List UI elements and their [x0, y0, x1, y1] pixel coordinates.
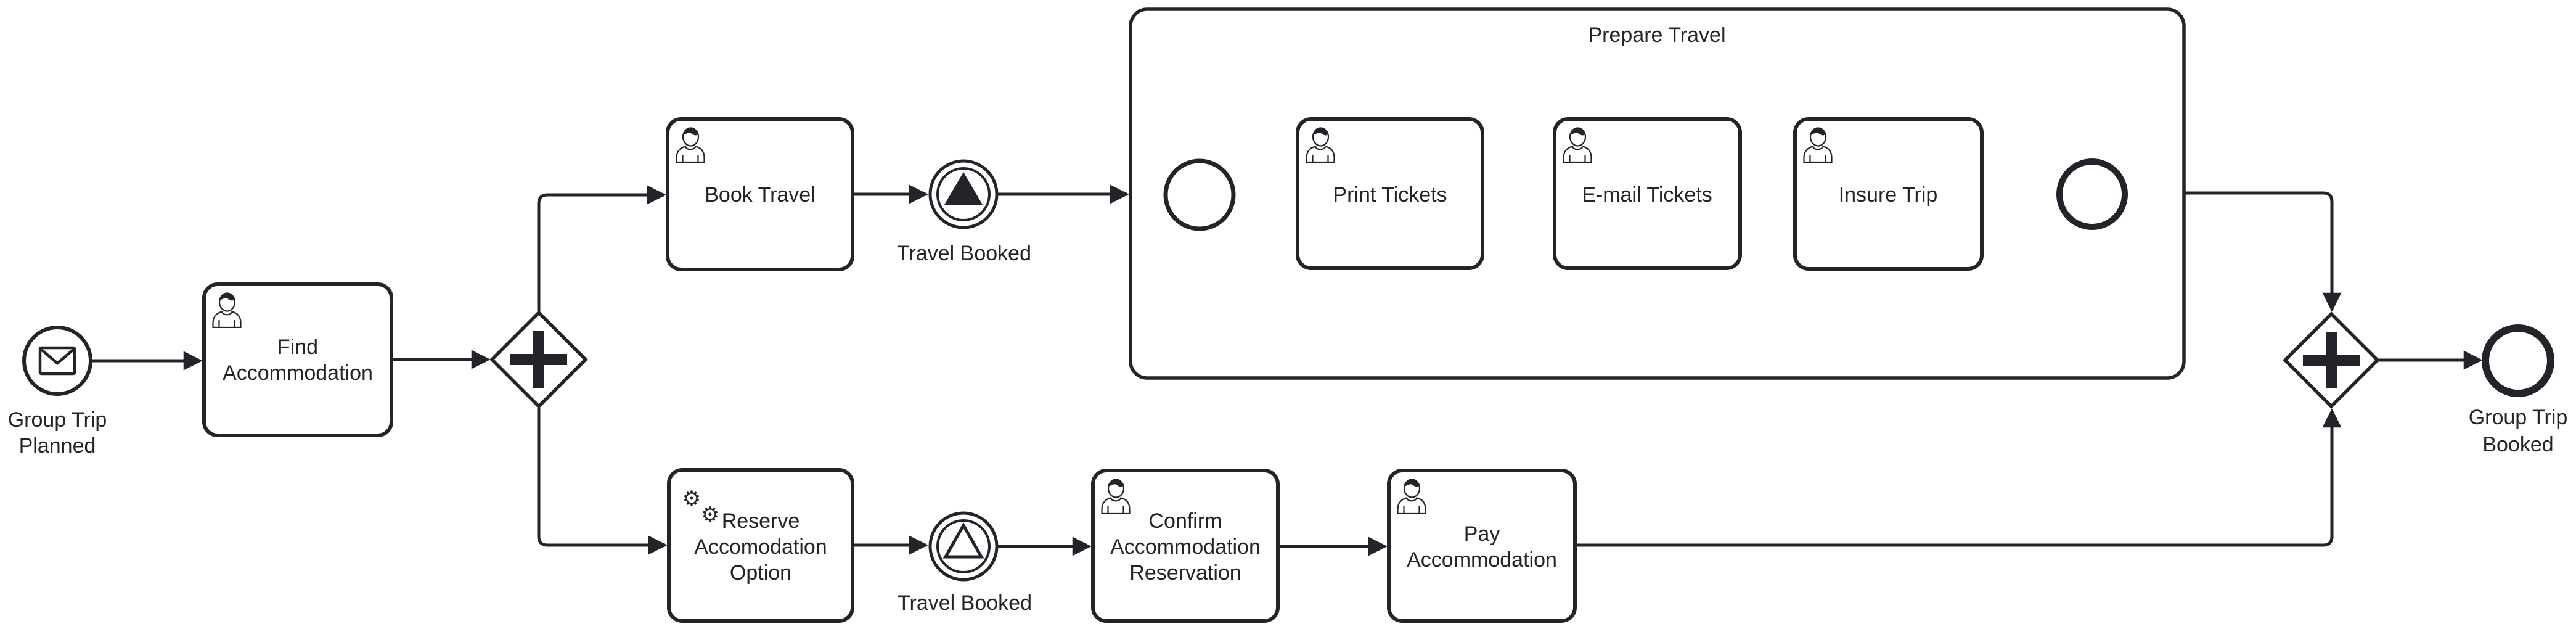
task-label-line3: Reservation [1129, 561, 1241, 585]
task-label: E-mail Tickets [1582, 183, 1712, 207]
signal-triangle-outline-icon [942, 522, 984, 559]
svg-text:⚙: ⚙ [701, 503, 719, 527]
subprocess-title: Prepare Travel [1589, 23, 1726, 47]
task-label-line2: Accomodation [694, 535, 827, 559]
task-confirm-accommodation-reservation[interactable]: Confirm Accommodation Reservation [1091, 469, 1280, 623]
task-find-accommodation-box[interactable] [202, 282, 393, 437]
task-print-tickets-box[interactable] [1296, 117, 1484, 270]
task-reserve-accomodation-box[interactable] [667, 468, 854, 623]
task-insure-trip-box[interactable] [1793, 117, 1984, 271]
end-event-circle[interactable] [2482, 324, 2554, 397]
task-label-line2: Accommodation [1407, 548, 1557, 572]
task-label-line2: Accommodation [1110, 535, 1261, 559]
event-inner-circle [936, 519, 991, 574]
task-find-accommodation[interactable]: Find Accommodation [202, 282, 393, 437]
parallel-gateway-join[interactable] [2283, 311, 2380, 409]
task-label-line1: Confirm [1148, 509, 1222, 533]
end-event-label-line1: Group Trip [2469, 406, 2568, 429]
task-reserve-accomodation-option[interactable]: ⚙ ⚙ Reserve Accomodation Option [667, 468, 854, 623]
task-email-tickets[interactable]: E-mail Tickets [1553, 117, 1742, 270]
end-event-group-trip-booked[interactable]: Group Trip Booked [2469, 324, 2568, 456]
start-event-label-line1: Group Trip [8, 408, 107, 432]
task-pay-accommodation[interactable]: Pay Accommodation [1387, 469, 1577, 623]
intermediate-event-travel-booked-catch[interactable]: Travel Booked [898, 511, 1032, 615]
task-print-tickets[interactable]: Print Tickets [1296, 117, 1484, 270]
gear-icon: ⚙ ⚙ [679, 482, 719, 527]
task-label: Print Tickets [1333, 183, 1447, 207]
task-label-line2: Accommodation [223, 361, 373, 385]
start-event-circle[interactable] [22, 326, 92, 396]
task-label: Book Travel [705, 183, 816, 207]
task-label-line3: Option [730, 561, 791, 585]
task-insure-trip[interactable]: Insure Trip [1793, 117, 1984, 271]
intermediate-event-travel-booked-throw[interactable]: Travel Booked [897, 159, 1031, 265]
envelope-icon [38, 346, 76, 376]
event-label: Travel Booked [898, 591, 1032, 615]
flow-split-gateway-to-reserve-accomodation [537, 408, 668, 555]
task-label-line1: Pay [1464, 522, 1500, 546]
task-email-tickets-box[interactable] [1553, 117, 1742, 270]
start-event-label-line2: Planned [19, 434, 96, 458]
task-book-travel[interactable]: Book Travel [666, 117, 854, 271]
end-event-label-line2: Booked [2482, 433, 2553, 456]
flow-pay-accommodation-to-join-gateway [1576, 408, 2342, 547]
svg-text:⚙: ⚙ [682, 487, 701, 511]
task-book-travel-box[interactable] [666, 117, 854, 271]
signal-triangle-filled-icon [944, 172, 983, 205]
parallel-gateway-split[interactable] [489, 310, 588, 409]
task-label: Insure Trip [1839, 183, 1938, 207]
subprocess-start-event[interactable] [1163, 158, 1236, 231]
task-confirm-accommodation-box[interactable] [1091, 469, 1280, 623]
task-pay-accommodation-box[interactable] [1387, 469, 1577, 623]
event-label: Travel Booked [897, 242, 1031, 265]
start-event-group-trip-planned[interactable]: Group Trip Planned [8, 326, 107, 458]
subprocess-end-event[interactable] [2056, 158, 2128, 230]
sequence-flows [91, 184, 2483, 556]
task-label-line1: Reserve [722, 509, 800, 533]
flow-split-gateway-to-book-travel [537, 185, 666, 311]
task-label-line1: Find [277, 335, 318, 359]
flow-subprocess-to-join-gateway [2185, 191, 2342, 312]
